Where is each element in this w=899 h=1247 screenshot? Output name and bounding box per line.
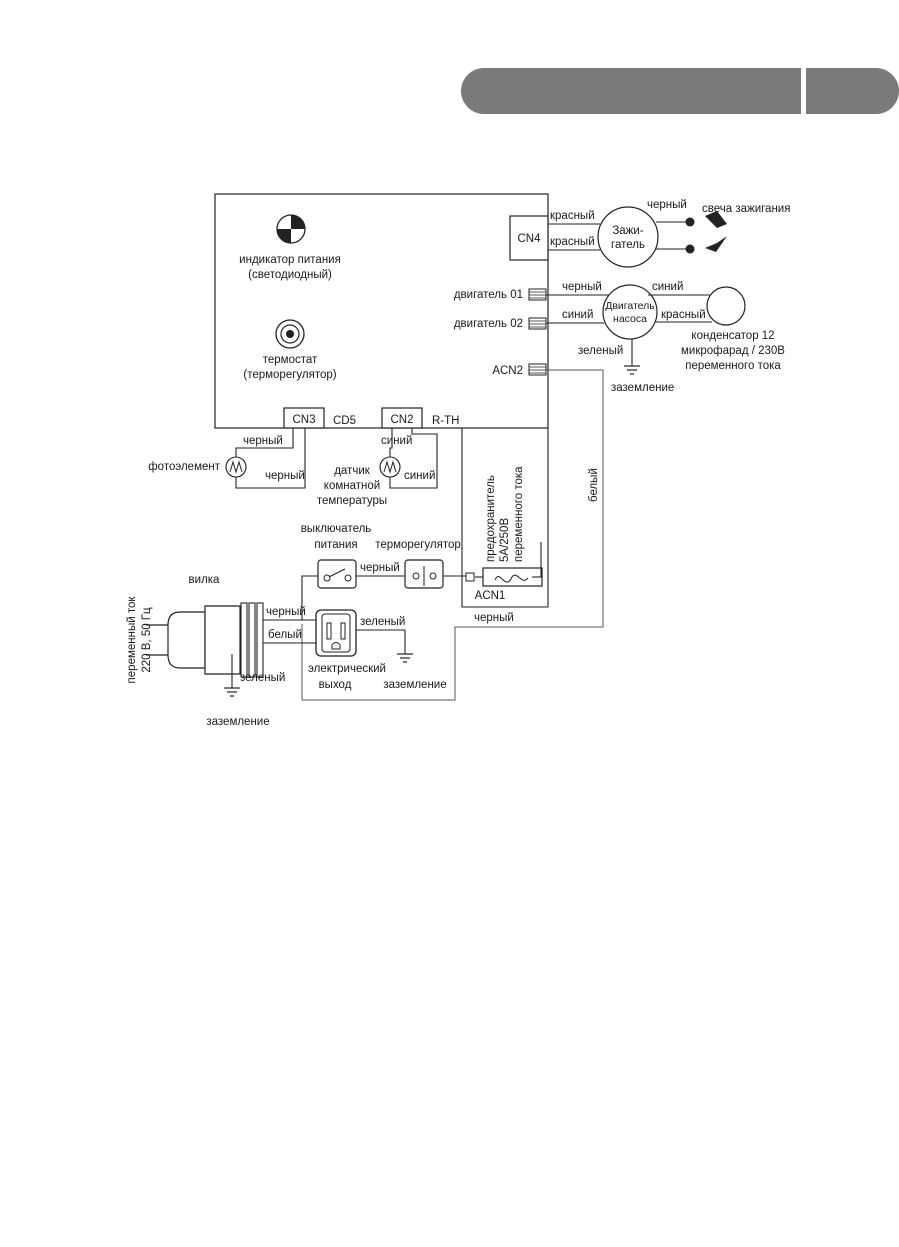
wire-blue-pump: синий	[652, 281, 683, 293]
capacitor-label-2: микрофарад / 230В	[681, 345, 785, 357]
wire-blue-motor02: синий	[562, 309, 593, 321]
power-switch	[317, 559, 357, 589]
plug-label: вилка	[189, 574, 221, 586]
thermostat-label-2: (терморегулятор)	[243, 369, 336, 381]
header-bar	[461, 68, 801, 114]
room-sensor-label-3: температуры	[317, 495, 387, 507]
wire-blue-sensor-1: синий	[381, 435, 412, 447]
wire-red-1: красный	[550, 210, 595, 222]
pump-motor-label-1: Двигатель	[605, 300, 655, 312]
control-board	[214, 193, 549, 429]
motor01-connector	[528, 288, 547, 301]
fuse-terminal	[465, 572, 475, 582]
outlet-icon	[315, 609, 357, 657]
thermostat-knob-icon	[275, 319, 305, 349]
photocell-label: фотоэлемент	[148, 461, 221, 473]
fuse-label-3: переменного тока	[513, 466, 525, 562]
photocell-icon	[225, 456, 247, 478]
motor02-connector	[528, 317, 547, 330]
spark-plug-icon	[685, 211, 727, 254]
wire-black-igniter: черный	[647, 199, 687, 211]
wire-green-pump: зеленый	[578, 345, 623, 357]
wire-green-plug: зеленый	[240, 672, 285, 684]
ground-icon-pump	[624, 365, 640, 375]
motor01-label: двигатель 01	[454, 289, 523, 301]
ground-icon-outlet	[397, 653, 413, 663]
motor02-label: двигатель 02	[454, 318, 523, 330]
power-indicator-label-2: (светодиодный)	[248, 269, 332, 281]
ground-label-outlet: заземление	[383, 679, 446, 691]
wire-black-photo-1: черный	[243, 435, 283, 447]
spark-plug-label: свеча зажигания	[702, 203, 790, 215]
ground-label-plug: заземление	[206, 716, 269, 728]
thermostat-label-1: термостат	[263, 354, 318, 366]
cd5-label: CD5	[333, 415, 356, 427]
cn3-connector	[283, 407, 325, 429]
outlet-label-2: выход	[319, 679, 352, 691]
room-sensor-icon	[379, 456, 401, 478]
acn1-label: ACN1	[475, 590, 506, 602]
cn2-label: CN2	[390, 414, 413, 426]
header-page-tab	[806, 68, 899, 114]
power-indicator-label-1: индикатор питания	[239, 254, 341, 266]
wire-black-plug: черный	[266, 606, 306, 618]
capacitor-label-3: переменного тока	[685, 360, 781, 372]
wire-black-return: черный	[474, 612, 514, 624]
cn4-label: CN4	[517, 233, 541, 245]
fuse-label-2: 5А/250В	[499, 518, 511, 562]
room-sensor-label-1: датчик	[334, 465, 371, 477]
rth-label: R-TH	[432, 415, 459, 427]
power-indicator-icon	[276, 214, 306, 244]
plug-icon	[146, 602, 264, 678]
igniter-label-2: гатель	[611, 239, 645, 251]
wire-blue-sensor-2: синий	[404, 470, 435, 482]
outlet-label-1: электрический	[308, 663, 386, 675]
cn2-connector	[381, 407, 423, 429]
pump-motor-label-2: насоса	[613, 313, 647, 325]
acn2-connector	[528, 363, 547, 376]
pump-motor	[602, 284, 658, 340]
igniter	[597, 206, 659, 268]
power-switch-label-2: питания	[314, 539, 357, 551]
thermoregulator-label: терморегулятор	[375, 539, 461, 551]
acn2-label: ACN2	[492, 365, 523, 377]
wire-black-switch: черный	[360, 562, 400, 574]
power-switch-label-1: выключатель	[301, 523, 372, 535]
room-sensor-label-2: комнатной	[324, 480, 380, 492]
wire-green-outlet: зеленый	[360, 616, 405, 628]
wire-black-photo-2: черный	[265, 470, 305, 482]
ground-label-pump: заземление	[611, 382, 674, 394]
fuse-label-1: предохранитель	[485, 475, 497, 562]
ac-label-2: 220 В, 50 Гц	[141, 607, 153, 673]
capacitor-label-1: конденсатор 12	[691, 330, 774, 342]
wire-white-plug: белый	[268, 629, 302, 641]
cn3-label: CN3	[292, 414, 315, 426]
wire-red-2: красный	[550, 236, 595, 248]
igniter-label-1: Зажи-	[612, 225, 643, 237]
ac-label-1: переменный ток	[126, 596, 138, 684]
wire-white-acn2: белый	[588, 468, 600, 502]
wire-red-pump: красный	[661, 309, 706, 321]
ground-icon-plug	[224, 687, 240, 697]
wire-black-motor01: черный	[562, 281, 602, 293]
capacitor	[706, 286, 746, 326]
cn4-connector	[509, 215, 549, 261]
